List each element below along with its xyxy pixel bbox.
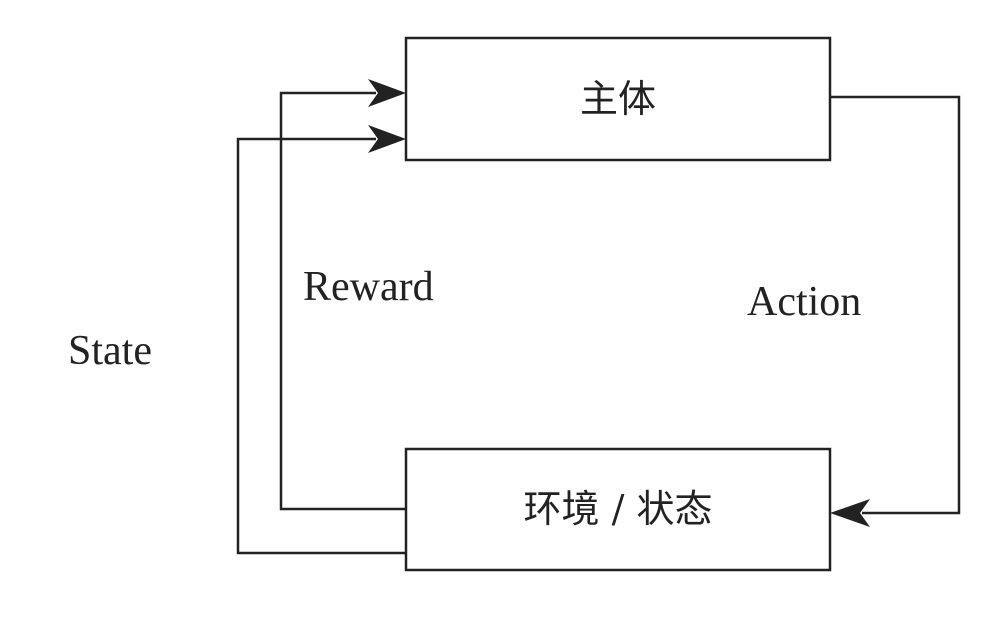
state-arrowhead	[368, 125, 406, 153]
action-edge: Action	[747, 95, 961, 527]
reward-arrowhead	[368, 79, 406, 107]
agent-node: 主体	[404, 36, 832, 162]
action-label: Action	[747, 279, 861, 325]
environment-box	[404, 447, 832, 572]
environment-label: 环境 / 状态	[524, 487, 713, 531]
reward-connector	[279, 91, 406, 511]
reward-edge: Reward	[279, 79, 434, 511]
agent-box	[404, 36, 832, 162]
reward-label: Reward	[303, 264, 434, 310]
action-connector	[830, 95, 961, 515]
environment-node: 环境 / 状态	[404, 447, 832, 572]
state-label: State	[68, 328, 152, 374]
state-edge: State	[68, 125, 406, 555]
agent-label: 主体	[580, 77, 656, 121]
action-arrowhead	[830, 499, 870, 527]
state-connector	[236, 137, 406, 555]
